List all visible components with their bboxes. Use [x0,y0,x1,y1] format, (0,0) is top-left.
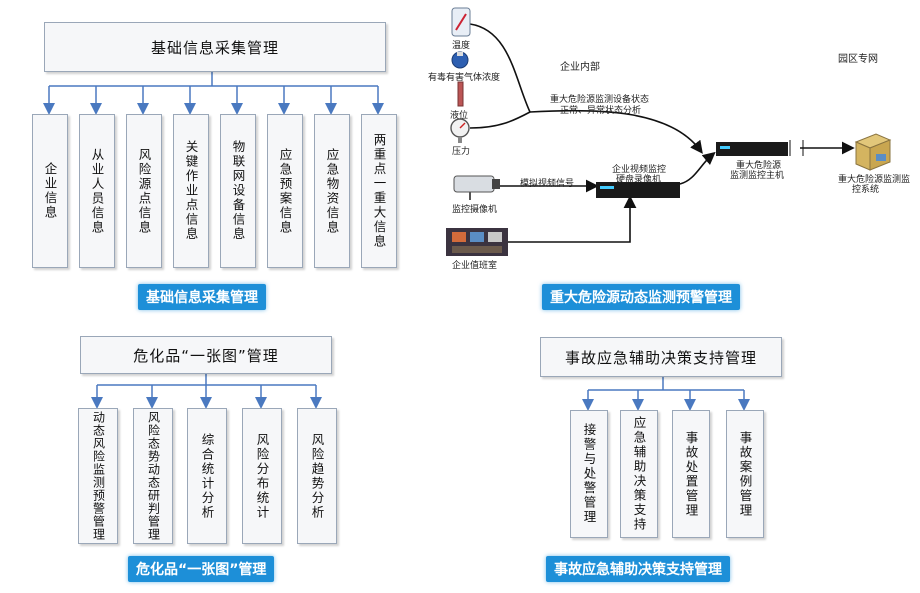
box-two-key-one-major-info: 两重点一重大信息 [361,114,397,268]
box-risk-source-info: 风险源点信息 [126,114,162,268]
label-host-line1: 重大危险源 [736,161,782,171]
basic-info-badge: 基础信息采集管理 [138,284,266,310]
label-recorder-line1: 企业视频监控 [612,165,667,175]
thermometer-icon [451,7,471,37]
duty-room-image [446,228,508,256]
box-enterprise-info: 企业信息 [32,114,68,268]
hazmat-map-title: 危化品“一张图”管理 [80,336,332,374]
box-key-operation-info: 关键作业点信息 [173,114,209,268]
label-analog-signal: 模拟视频信号 [520,179,575,189]
label-recorder-line2: 硬盘录像机 [616,175,662,185]
box-risk-situation-analysis: 风险态势动态研判管理 [133,408,173,544]
hazard-monitoring-badge: 重大危险源动态监测预警管理 [542,284,740,310]
hazmat-map-badge: 危化品“一张图”管理 [128,556,275,582]
label-level: 液位 [450,111,469,121]
emergency-decision-badge: 事故应急辅助决策支持管理 [546,556,730,582]
gas-detector-icon [451,51,469,69]
label-pressure: 压力 [452,147,471,157]
box-alarm-handling: 接警与处警管理 [570,410,608,538]
emergency-decision-title: 事故应急辅助决策支持管理 [540,337,782,377]
label-duty-room: 企业值班室 [452,261,498,271]
box-emergency-plan-info: 应急预案信息 [267,114,303,268]
label-status-line2: 正常、异常状态分析 [560,106,642,116]
label-camera: 监控摄像机 [452,205,498,215]
label-enterprise-internal: 企业内部 [560,62,600,73]
basic-info-title: 基础信息采集管理 [44,22,386,72]
label-toxic-gas: 有毒有害气体浓度 [428,73,501,83]
box-dynamic-risk-warning: 动态风险监测预警管理 [78,408,118,544]
box-accident-cases: 事故案例管理 [726,410,764,538]
label-system-line1: 重大危险源监测监 [838,175,911,185]
server-icon [854,133,892,171]
box-decision-support: 应急辅助决策支持 [620,410,658,538]
box-emergency-supplies-info: 应急物资信息 [314,114,350,268]
box-risk-distribution: 风险分布统计 [242,408,282,544]
monitoring-host-icon [716,142,788,156]
label-host-line2: 监测监控主机 [730,171,785,181]
label-temperature: 温度 [452,41,471,51]
box-staff-info: 从业人员信息 [79,114,115,268]
box-risk-trend-analysis: 风险趋势分析 [297,408,337,544]
level-gauge-icon [457,81,464,107]
pressure-gauge-icon [450,118,470,143]
video-recorder-icon [596,182,680,198]
box-accident-disposal: 事故处置管理 [672,410,710,538]
surveillance-camera-icon [453,175,500,200]
label-park-network: 园区专网 [838,54,878,65]
label-status-line1: 重大危险源监测设备状态 [550,95,650,105]
box-comprehensive-statistics: 综合统计分析 [187,408,227,544]
box-iot-device-info: 物联网设备信息 [220,114,256,268]
label-system-line2: 控系统 [852,185,880,195]
